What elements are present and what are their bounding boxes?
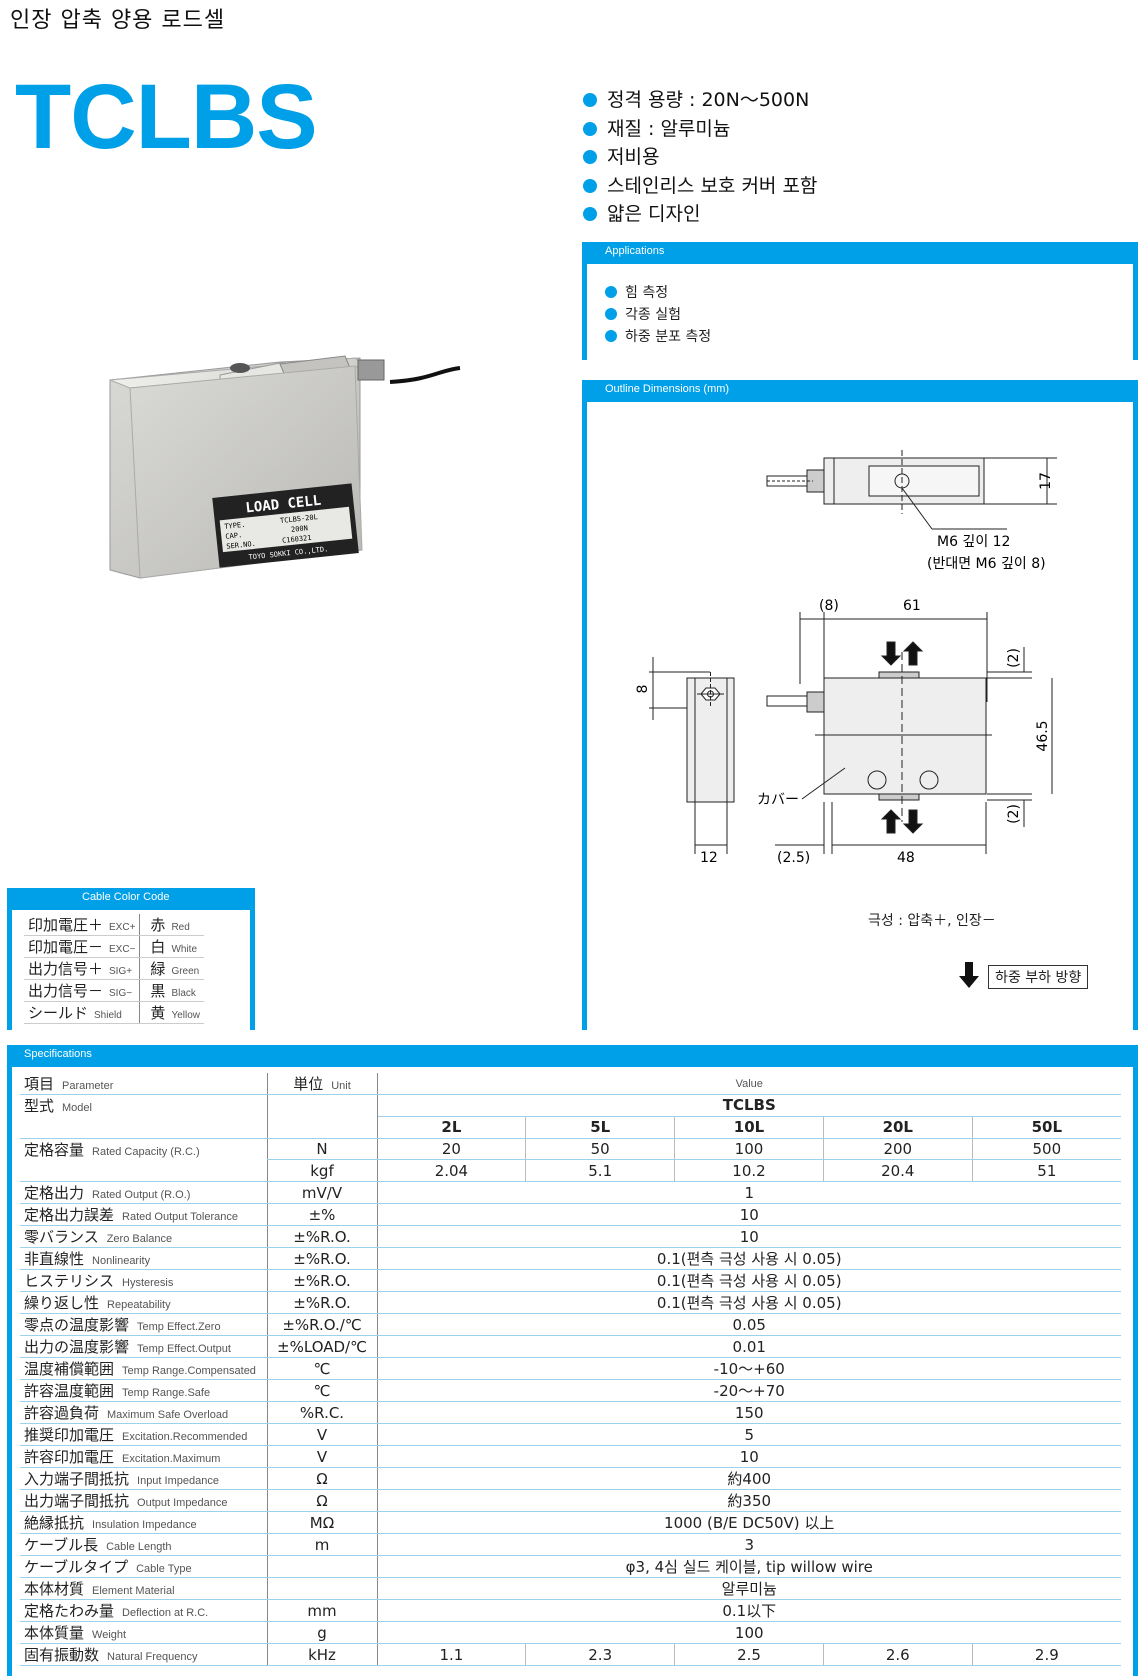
dimension-drawing: 17 M6 깊이 12 (반대면 M6 깊이 8) <box>635 450 1057 866</box>
cable-color-title: Cable Color Code <box>82 891 170 903</box>
feature-item: 얇은 디자인 <box>583 200 817 229</box>
feature-item: 스테인리스 보호 커버 포함 <box>583 172 817 201</box>
bullet-icon <box>605 330 617 342</box>
feature-item: 재질 : 알루미늄 <box>583 115 817 144</box>
dim-61: 61 <box>903 598 921 614</box>
m6-note-reverse: (반대면 M6 깊이 8) <box>927 556 1046 572</box>
bullet-icon <box>583 207 597 221</box>
application-item: 각종 실험 <box>605 304 711 326</box>
applications-title: Applications <box>605 245 665 257</box>
plate-ser-value: C160321 <box>282 534 312 545</box>
table-row: 2L 5L 10L 20L 50L <box>20 1116 1121 1139</box>
plate-cap-value: 200N <box>291 524 309 534</box>
dim-48: 48 <box>897 850 915 866</box>
m6-note: M6 깊이 12 <box>937 534 1010 550</box>
feature-item: 정격 용량 : 20N～500N <box>583 86 817 115</box>
dim-12: 12 <box>700 850 718 866</box>
plate-title: LOAD CELL <box>245 493 322 517</box>
bullet-icon <box>583 93 597 107</box>
product-photo: LOAD CELL TYPE. TCLBS-20L CAP. 200N SER.… <box>109 355 461 579</box>
feature-list: 정격 용량 : 20N～500N 재질 : 알루미늄 저비용 스테인리스 보호 … <box>583 86 817 229</box>
dim-2-lower: (2) <box>1006 804 1022 824</box>
polarity-note: 극성 : 압축＋, 인장－ <box>868 913 996 929</box>
outline-dimensions-title: Outline Dimensions (mm) <box>605 383 730 395</box>
arrow-down-icon <box>959 962 979 988</box>
application-item: 힘 측정 <box>605 282 711 304</box>
bullet-icon <box>583 150 597 164</box>
load-direction-label: 하중 부하 방향 <box>988 965 1089 989</box>
specifications-title: Specifications <box>24 1048 92 1060</box>
applications-panel: Applications 힘 측정 각종 실험 하중 분포 측정 <box>582 242 1138 360</box>
top-view <box>766 450 1057 530</box>
dim-8-top: (8) <box>819 598 839 614</box>
bullet-icon <box>583 121 597 136</box>
dim-8-side: 8 <box>635 685 651 694</box>
plate-cap-label: CAP. <box>225 531 243 541</box>
applications-list: 힘 측정 각종 실험 하중 분포 측정 <box>605 282 711 348</box>
front-view <box>766 612 1053 854</box>
outline-dimensions-panel: Outline Dimensions (mm) 17 M6 깊이 12 (반대면… <box>582 380 1138 1030</box>
table-row: kgf 2.04 5.1 10.2 20.4 51 <box>20 1159 1121 1183</box>
page-subtitle: 인장 압축 양용 로드셀 <box>10 8 226 33</box>
bullet-icon <box>605 308 617 320</box>
feature-item: 저비용 <box>583 143 817 172</box>
plate-type-label: TYPE. <box>224 521 246 531</box>
application-item: 하중 분포 측정 <box>605 326 711 348</box>
plate-ser-label: SER.NO. <box>226 540 256 551</box>
dim-2-5: (2.5) <box>777 850 810 866</box>
side-view <box>649 657 735 854</box>
bullet-icon <box>583 178 597 193</box>
dim-17: 17 <box>1038 472 1054 490</box>
bullet-icon <box>605 286 617 298</box>
plate-type-value: TCLBS-20L <box>280 513 319 525</box>
dim-2-upper: (2) <box>1006 648 1022 668</box>
load-direction-legend: 하중 부하 방향 <box>959 962 1089 989</box>
cover-label: カバー <box>757 792 799 808</box>
dim-46-5: 46.5 <box>1035 720 1051 751</box>
model-title: TCLBS <box>15 66 318 168</box>
